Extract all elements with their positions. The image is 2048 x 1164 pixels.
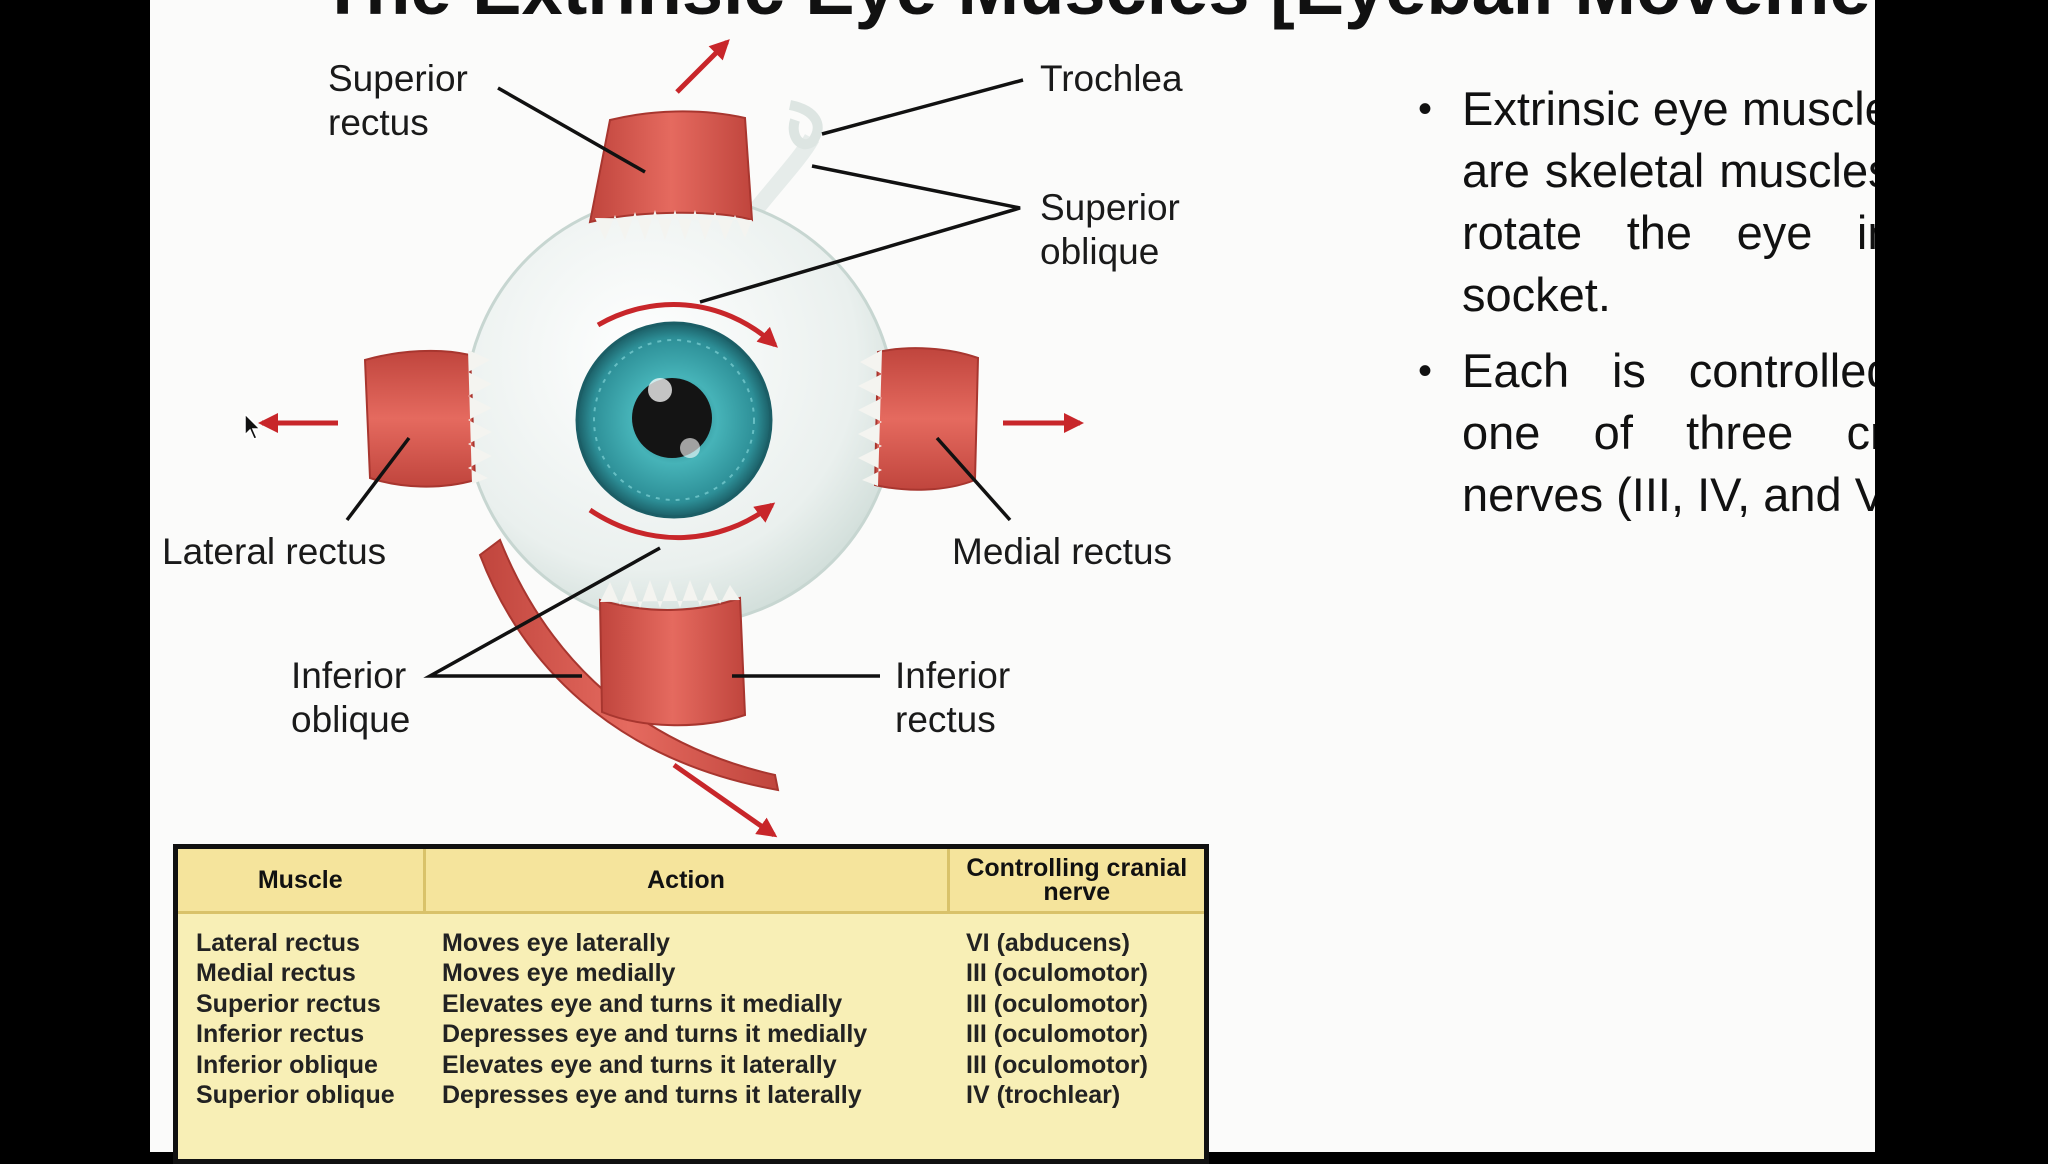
cell-action: Elevates eye and turns it laterally bbox=[442, 1050, 837, 1079]
arrow-down-right bbox=[672, 762, 778, 838]
cell-nerve: III (oculomotor) bbox=[966, 1020, 1148, 1049]
inferior-oblique-muscle bbox=[478, 538, 780, 792]
muscle-table-panel: Muscle Action Controlling cranial nerve … bbox=[173, 844, 1209, 1164]
table-header-muscle: Muscle bbox=[178, 849, 426, 914]
leader-lines bbox=[345, 78, 1024, 678]
table-row: Superior rectus Elevates eye and turns i… bbox=[178, 989, 1204, 1020]
bullet-item: •Extrinsic eye muscles (6) are skeletal … bbox=[1418, 78, 1875, 326]
label-trochlea: Trochlea bbox=[1040, 58, 1183, 99]
cell-nerve: III (oculomotor) bbox=[966, 1050, 1148, 1079]
label-superior-rectus: Superior rectus bbox=[328, 58, 478, 143]
table-row: Inferior rectus Depresses eye and turns … bbox=[178, 1020, 1204, 1051]
cell-action: Depresses eye and turns it laterally bbox=[442, 1081, 862, 1110]
cell-action: Moves eye laterally bbox=[442, 928, 670, 957]
table-row: Lateral rectus Moves eye laterally VI (a… bbox=[178, 913, 1204, 959]
cell-nerve: III (oculomotor) bbox=[966, 989, 1148, 1018]
bullet-dot-icon: • bbox=[1418, 349, 1433, 393]
label-inferior-rectus: Inferior rectus bbox=[895, 655, 1020, 740]
muscle-table: Muscle Action Controlling cranial nerve … bbox=[178, 849, 1204, 1111]
medial-rectus-muscle bbox=[858, 347, 980, 491]
rotation-arrow-upper bbox=[596, 302, 778, 348]
table-row: Medial rectus Moves eye medially III (oc… bbox=[178, 959, 1204, 990]
bullet-list: •Extrinsic eye muscles (6) are skeletal … bbox=[1418, 78, 1875, 540]
eye-muscle-diagram: Superior rectus Trochlea Superior obliqu… bbox=[162, 39, 1190, 838]
cell-action: Moves eye medially bbox=[442, 959, 676, 988]
cell-muscle: Inferior oblique bbox=[196, 1050, 378, 1079]
lateral-rectus-muscle bbox=[363, 349, 492, 488]
superior-rectus-muscle bbox=[588, 110, 754, 240]
label-lateral-rectus: Lateral rectus bbox=[162, 531, 386, 572]
table-header-nerve: Controlling cranial nerve bbox=[948, 849, 1204, 914]
label-superior-oblique: Superior oblique bbox=[1040, 187, 1190, 272]
cell-action: Elevates eye and turns it medially bbox=[442, 989, 843, 1018]
cell-nerve: III (oculomotor) bbox=[966, 959, 1148, 988]
label-inferior-oblique: Inferior oblique bbox=[291, 655, 416, 740]
cell-nerve: VI (abducens) bbox=[966, 928, 1130, 957]
table-row: Superior oblique Depresses eye and turns… bbox=[178, 1081, 1204, 1112]
label-medial-rectus: Medial rectus bbox=[952, 531, 1172, 572]
cell-nerve: IV (trochlear) bbox=[966, 1081, 1121, 1110]
cell-muscle: Superior oblique bbox=[196, 1081, 395, 1110]
iris bbox=[575, 321, 773, 519]
table-row: Inferior oblique Elevates eye and turns … bbox=[178, 1050, 1204, 1081]
cell-muscle: Superior rectus bbox=[196, 989, 381, 1018]
slide-title: The Extrinsic Eye Muscles [Eyeball Movem… bbox=[320, 0, 1875, 26]
bullet-item: •Each is controlled by one of three cran… bbox=[1418, 340, 1875, 526]
cell-action: Depresses eye and turns it medially bbox=[442, 1020, 868, 1049]
table-header-action: Action bbox=[424, 849, 950, 914]
inferior-rectus-muscle bbox=[598, 580, 747, 727]
mouse-cursor-icon bbox=[244, 413, 262, 440]
cell-muscle: Inferior rectus bbox=[196, 1020, 365, 1049]
cell-muscle: Medial rectus bbox=[196, 959, 356, 988]
rotation-arrow-lower bbox=[588, 502, 776, 541]
arrow-up bbox=[675, 39, 730, 94]
bullet-dot-icon: • bbox=[1418, 87, 1433, 131]
cell-muscle: Lateral rectus bbox=[196, 928, 360, 957]
